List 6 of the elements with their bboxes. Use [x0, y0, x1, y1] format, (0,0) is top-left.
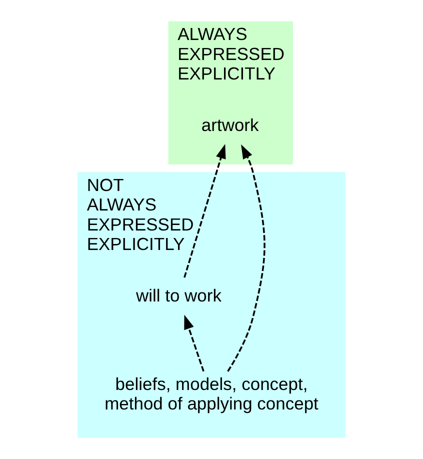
- node-text: artwork: [201, 114, 259, 135]
- arrow: [184, 144, 226, 278]
- arrow: [184, 314, 204, 372]
- node-text: beliefs, models, concept, method of applying concept: [104, 374, 318, 414]
- node-text: will to work: [136, 285, 222, 306]
- arrow: [227, 144, 266, 372]
